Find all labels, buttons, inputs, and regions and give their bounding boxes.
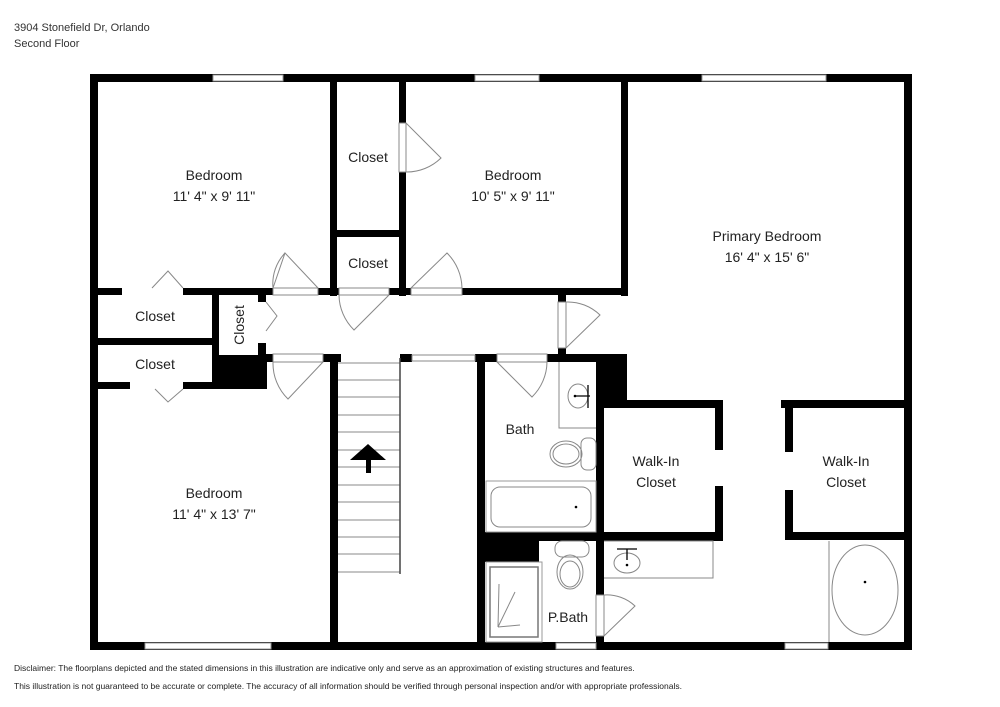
room-label: Closet: [231, 305, 247, 345]
room-label: Bedroom: [186, 485, 243, 501]
walls: [90, 74, 912, 650]
disclaimer-line-2: This illustration is not guaranteed to b…: [14, 681, 682, 691]
windows: [144, 74, 829, 650]
room-label: Primary Bedroom: [713, 228, 822, 244]
room-labels: Bedroom 11' 4" x 9' 11" Closet Bedroom 1…: [135, 149, 869, 625]
room-label: Closet: [348, 149, 388, 165]
up-arrow-icon: [350, 444, 386, 460]
doors: [151, 122, 636, 637]
stairs: [338, 358, 401, 574]
floor-label: Second Floor: [14, 38, 80, 50]
toilet-icon: [580, 437, 597, 471]
soaking-tub-icon: [831, 544, 899, 636]
room-label: P.Bath: [548, 609, 588, 625]
room-label: Closet: [135, 356, 175, 372]
room-dimensions: Closet: [636, 474, 676, 490]
bathtub-icon: [490, 486, 592, 528]
fixtures: [485, 362, 899, 643]
property-address: 3904 Stonefield Dr, Orlando: [14, 22, 150, 34]
room-dimensions: Closet: [826, 474, 866, 490]
room-dimensions: 11' 4" x 9' 11": [173, 188, 256, 204]
room-label: Bedroom: [485, 167, 542, 183]
room-label: Closet: [348, 255, 388, 271]
room-label: Closet: [135, 308, 175, 324]
room-dimensions: 11' 4" x 13' 7": [172, 506, 256, 522]
room-dimensions: 10' 5" x 9' 11": [471, 188, 555, 204]
room-label: Bath: [506, 421, 535, 437]
room-label: Bedroom: [186, 167, 243, 183]
room-dimensions: 16' 4" x 15' 6": [725, 249, 810, 265]
shower-icon: [485, 561, 543, 643]
disclaimer-line-1: Disclaimer: The floorplans depicted and …: [14, 663, 635, 673]
room-label: Walk-In: [823, 453, 870, 469]
room-label: Walk-In: [633, 453, 680, 469]
